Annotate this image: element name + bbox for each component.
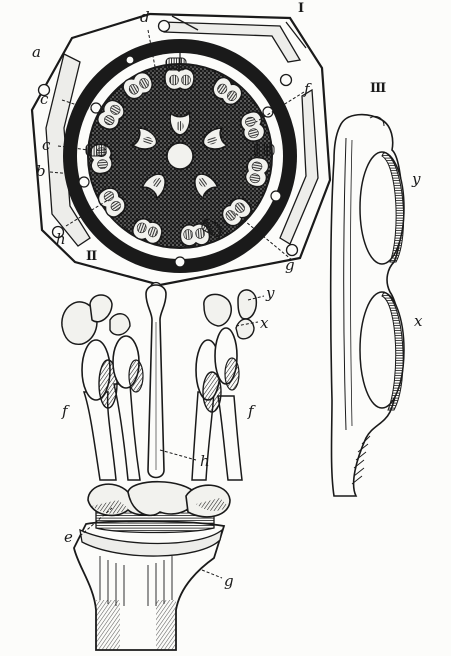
label-fig2-h: h	[200, 454, 210, 469]
label-fig1-f: f	[304, 82, 310, 97]
label-fig2-y: y	[266, 286, 274, 301]
figure-number-2: II	[86, 250, 96, 263]
left-stamen	[62, 295, 143, 480]
label-fig1-c-lower: c	[42, 138, 50, 153]
figure-3-anther-section	[331, 115, 404, 496]
anther-d	[165, 69, 194, 90]
label-fig2-g: g	[224, 574, 234, 589]
label-fig2-f-left: f	[62, 404, 68, 419]
label-fig3-y: y	[412, 172, 420, 187]
label-fig2-x: x	[260, 316, 268, 331]
label-fig1-a: a	[32, 45, 41, 60]
figure-number-1: I	[298, 2, 303, 15]
label-fig1-d: d	[140, 10, 150, 25]
figure-2-stamens	[62, 285, 264, 650]
central-style	[167, 143, 193, 169]
label-fig2-e: e	[64, 530, 73, 545]
figure-number-3: III	[370, 82, 385, 95]
label-fig1-c-upper: c	[40, 92, 48, 107]
label-fig3-x: x	[414, 314, 422, 329]
figure-1-floral-diagram	[32, 14, 330, 294]
label-fig1-h: h	[56, 232, 66, 247]
label-fig2-f-right: f	[248, 404, 254, 419]
label-fig1-g: g	[285, 258, 295, 273]
label-fig1-b: b	[36, 164, 46, 179]
